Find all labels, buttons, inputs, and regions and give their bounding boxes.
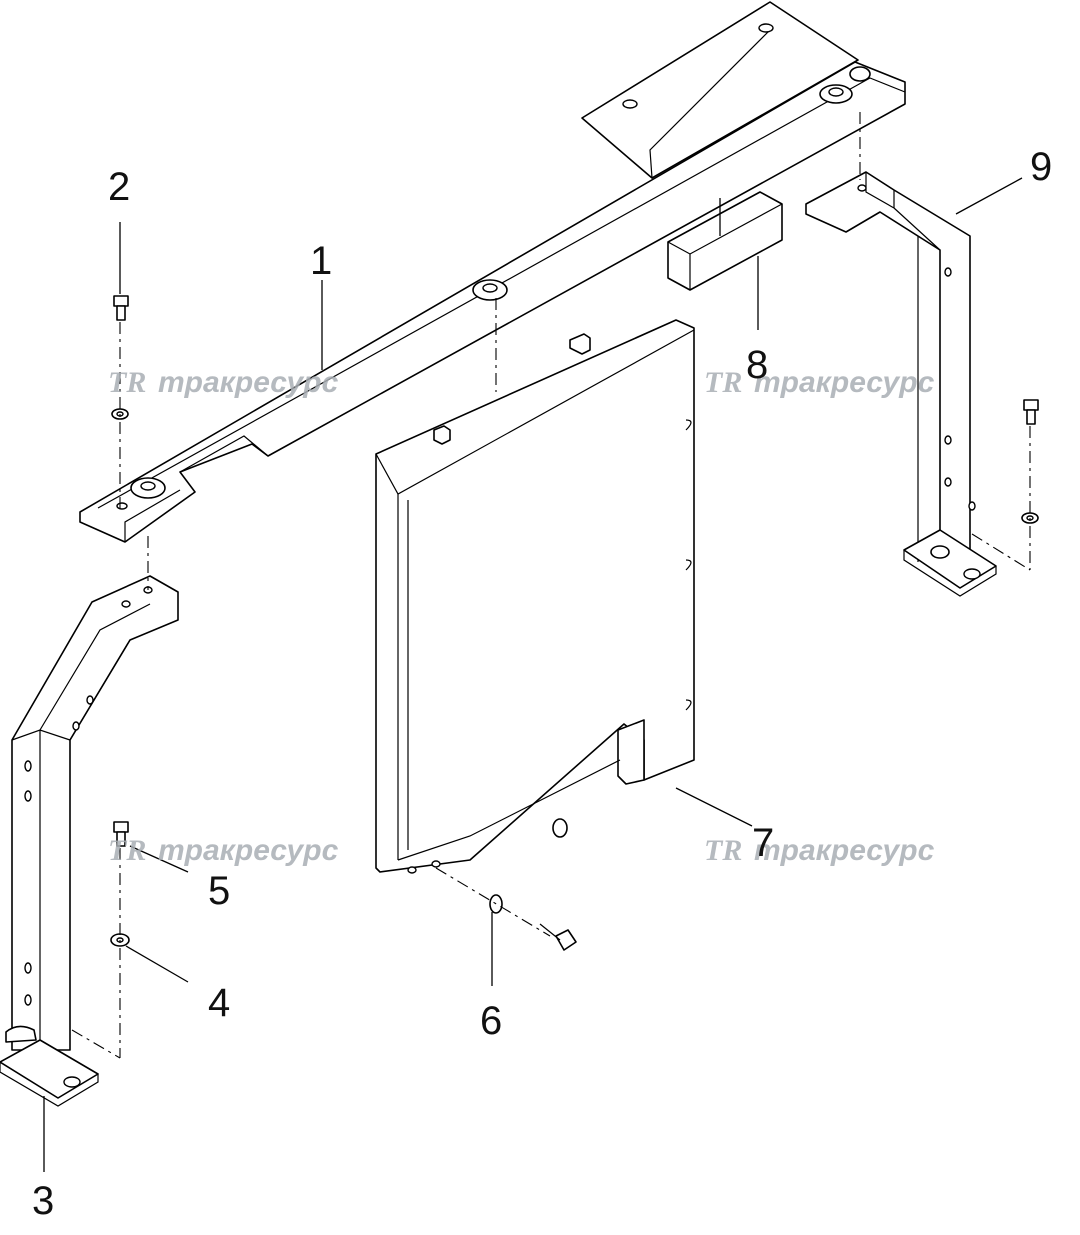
watermark-4: TR тракресурс (704, 834, 935, 867)
callout-leader-lines (43, 177, 1023, 1172)
callout-8: 8 (746, 343, 768, 387)
callout-9: 9 (1030, 145, 1052, 189)
crossbar-bracket-part-1 (79, 1, 906, 543)
svg-text:TR: TR (704, 834, 742, 867)
svg-text:тракресурс: тракресурс (754, 834, 935, 867)
left-leg-support-part-3 (0, 575, 179, 1107)
bolt-part-2 (113, 295, 129, 321)
svg-text:TR: TR (704, 366, 742, 399)
panel-cover-part-7 (375, 319, 695, 874)
bolt-part-6 (539, 923, 577, 951)
callout-2: 2 (108, 165, 130, 209)
bolt-part-5 (113, 821, 129, 847)
svg-text:тракресурс: тракресурс (754, 366, 935, 399)
watermark-2: TR тракресурс (704, 366, 935, 399)
assembly-center-lines (71, 112, 1031, 1059)
callout-1: 1 (310, 239, 332, 283)
callout-7: 7 (752, 821, 774, 865)
bolt-right (1023, 399, 1039, 425)
watermark-3: TR тракресурс (108, 834, 339, 867)
svg-text:TR: TR (108, 366, 146, 399)
callout-4: 4 (208, 981, 230, 1025)
callout-3: 3 (32, 1179, 54, 1223)
right-leg-support-part-9 (805, 171, 997, 597)
svg-text:тракресурс: тракресурс (158, 366, 339, 399)
watermark-1: TR тракресурс (108, 366, 339, 399)
svg-text:тракресурс: тракресурс (158, 834, 339, 867)
callout-5: 5 (208, 869, 230, 913)
svg-text:TR: TR (108, 834, 146, 867)
rubber-block-part-8 (667, 191, 783, 291)
callout-6: 6 (480, 999, 502, 1043)
